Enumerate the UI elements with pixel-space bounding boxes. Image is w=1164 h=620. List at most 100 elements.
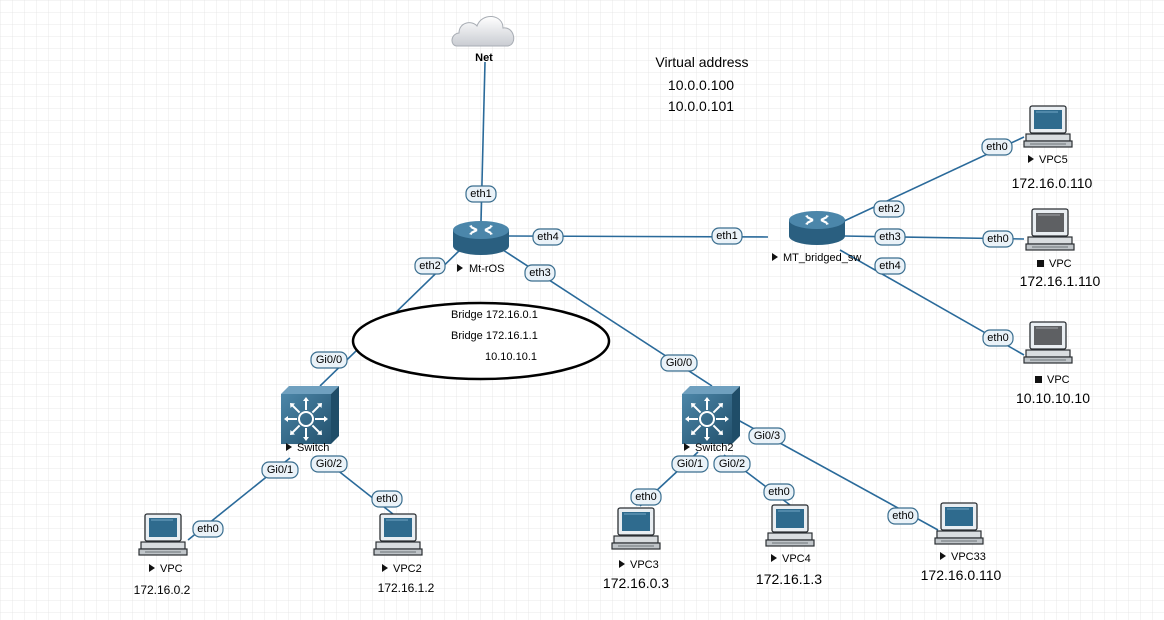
port-sw2-gi03: Gi0/3 — [748, 427, 786, 445]
node-router-label: Mt-rOS — [469, 263, 504, 275]
svg-text:eth2: eth2 — [419, 260, 440, 272]
play-triangle — [772, 253, 778, 261]
pc-icon — [765, 504, 815, 547]
svg-text:Gi0/3: Gi0/3 — [754, 430, 780, 442]
port-sw2-gi01: Gi0/1 — [671, 455, 709, 473]
node-vpc3-address: 172.16.0.3 — [603, 575, 669, 591]
svg-text:eth4: eth4 — [537, 231, 558, 243]
node-vpc5-label: VPC5 — [1039, 154, 1068, 166]
port-bsw-eth3: eth3 — [874, 228, 906, 246]
port-router-eth4: eth4 — [532, 228, 564, 246]
port-sw1-gi02: Gi0/2 — [310, 455, 348, 473]
svg-text:Gi0/1: Gi0/1 — [677, 458, 703, 470]
port-bsw-eth2: eth2 — [873, 200, 905, 218]
node-vpc4-address: 172.16.1.3 — [756, 571, 822, 587]
play-triangle — [940, 552, 946, 560]
node-vpc4-label: VPC4 — [782, 553, 811, 565]
node-vpc2-label: VPC2 — [393, 563, 422, 575]
svg-text:eth1: eth1 — [470, 188, 491, 200]
node-switch[interactable]: Switch — [280, 385, 340, 454]
svg-text:eth0: eth0 — [987, 233, 1008, 245]
svg-text:eth1: eth1 — [716, 230, 737, 242]
port-vpc4-eth0: eth0 — [763, 483, 795, 501]
svg-text:eth2: eth2 — [878, 203, 899, 215]
node-vpc-low[interactable]: VPC 10.10.10.10 — [1016, 321, 1090, 406]
node-vpc2-address: 172.16.1.2 — [378, 581, 435, 595]
play-triangle — [382, 564, 388, 572]
virtual-address-1: 10.0.0.100 — [668, 77, 734, 93]
router-icon — [451, 219, 511, 257]
svg-text:Gi0/0: Gi0/0 — [666, 357, 692, 369]
play-triangle — [286, 443, 292, 451]
port-sw1-gi01: Gi0/1 — [261, 461, 299, 479]
port-router-eth1: eth1 — [465, 185, 497, 203]
node-switch-label: Switch — [297, 442, 329, 454]
node-vpc-left[interactable]: VPC 172.16.0.2 — [134, 513, 191, 597]
port-vpcmid-eth0: eth0 — [982, 230, 1014, 248]
node-vpc5-address: 172.16.0.110 — [1012, 175, 1093, 191]
virtual-address-2: 10.0.0.101 — [668, 98, 734, 114]
port-vpclow-eth0: eth0 — [982, 329, 1014, 347]
bridge-line-3: 10.10.10.1 — [485, 351, 537, 363]
node-vpc-mid-address: 172.16.1.110 — [1020, 273, 1101, 289]
port-vpcleft-eth0: eth0 — [192, 520, 224, 538]
node-vpc33-address: 172.16.0.110 — [921, 567, 1002, 583]
switch-icon — [681, 385, 741, 445]
node-switch2-label: Switch2 — [695, 442, 734, 454]
svg-text:eth4: eth4 — [879, 260, 900, 272]
stop-square — [1035, 376, 1042, 383]
port-router-eth3: eth3 — [524, 264, 556, 282]
node-vpc5[interactable]: VPC5 172.16.0.110 — [1012, 105, 1093, 191]
node-vpc33[interactable]: VPC33 172.16.0.110 — [921, 502, 1002, 583]
node-switch2[interactable]: Switch2 — [681, 385, 741, 454]
node-bridged-sw-label: MT_bridged_sw — [783, 252, 861, 264]
svg-text:eth0: eth0 — [892, 510, 913, 522]
svg-text:Gi0/2: Gi0/2 — [719, 458, 745, 470]
node-router[interactable]: Mt-rOS — [451, 219, 511, 275]
svg-text:eth0: eth0 — [376, 493, 397, 505]
port-bsw-eth4: eth4 — [874, 257, 906, 275]
play-triangle — [1028, 155, 1034, 163]
svg-text:eth0: eth0 — [635, 491, 656, 503]
node-vpc-left-address: 172.16.0.2 — [134, 583, 191, 597]
router-icon — [787, 209, 847, 247]
port-sw2-gi00: Gi0/0 — [660, 354, 698, 372]
bridge-line-2: Bridge 172.16.1.1 — [451, 330, 538, 342]
bridge-annotation-ellipse — [351, 301, 611, 381]
pc-icon — [934, 502, 984, 545]
node-vpc4[interactable]: VPC4 172.16.1.3 — [756, 504, 822, 587]
cloud-icon — [451, 16, 515, 47]
pc-icon — [373, 513, 423, 556]
port-vpc5-eth0: eth0 — [981, 138, 1013, 156]
pc-icon — [138, 513, 188, 556]
bridge-line-1: Bridge 172.16.0.1 — [451, 309, 538, 321]
node-net-label: Net — [475, 52, 493, 64]
node-vpc-mid[interactable]: VPC 172.16.1.110 — [1020, 208, 1101, 289]
port-vpc2-eth0: eth0 — [371, 490, 403, 508]
node-bridged-sw[interactable]: MT_bridged_sw — [772, 209, 861, 264]
port-sw2-gi02: Gi0/2 — [713, 455, 751, 473]
node-vpc-low-address: 10.10.10.10 — [1016, 390, 1090, 406]
virtual-address-title: Virtual address — [655, 54, 748, 70]
pc-icon — [611, 507, 661, 550]
node-vpc-mid-label: VPC — [1049, 258, 1072, 270]
node-net[interactable]: Net — [451, 16, 515, 64]
play-triangle — [684, 443, 690, 451]
node-vpc-left-label: VPC — [160, 563, 183, 575]
svg-text:Gi0/1: Gi0/1 — [267, 464, 293, 476]
port-vpc3-eth0: eth0 — [630, 488, 662, 506]
port-sw1-gi00: Gi0/0 — [310, 351, 348, 369]
port-bsw-eth1: eth1 — [711, 227, 743, 245]
svg-text:eth0: eth0 — [986, 141, 1007, 153]
node-vpc3[interactable]: VPC3 172.16.0.3 — [603, 507, 669, 591]
play-triangle — [149, 564, 155, 572]
play-triangle — [771, 554, 777, 562]
node-vpc33-label: VPC33 — [951, 551, 986, 563]
svg-text:eth3: eth3 — [879, 231, 900, 243]
node-vpc2[interactable]: VPC2 172.16.1.2 — [373, 513, 435, 595]
node-vpc-low-label: VPC — [1047, 374, 1070, 386]
port-router-eth2: eth2 — [414, 257, 446, 275]
play-triangle — [457, 264, 463, 272]
pc-icon — [1025, 208, 1075, 251]
